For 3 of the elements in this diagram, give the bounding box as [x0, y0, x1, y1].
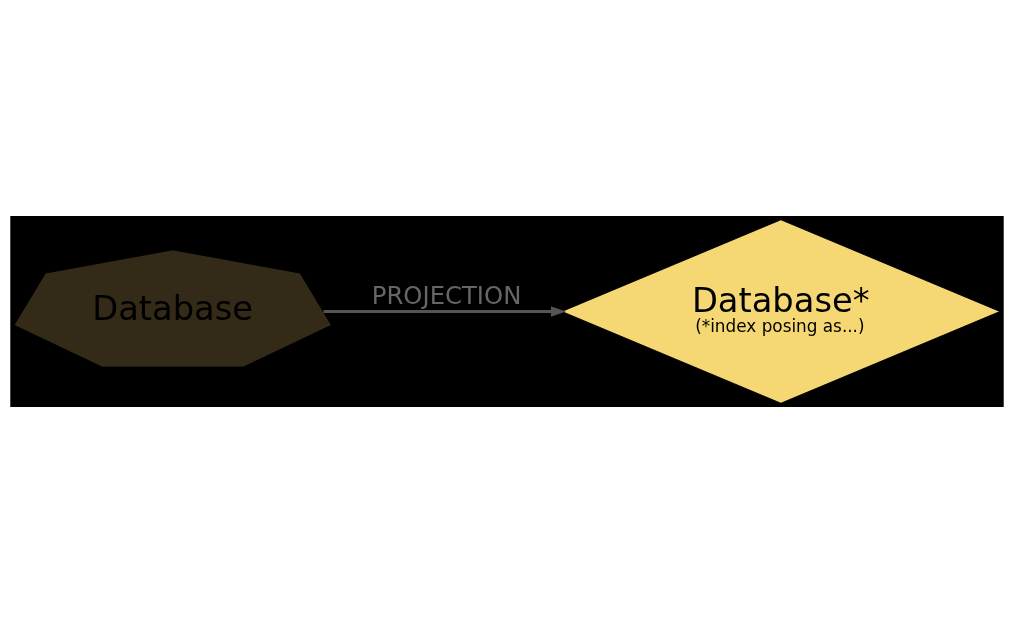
arrow	[323, 306, 566, 317]
edge-label: PROJECTION	[371, 280, 522, 310]
node-diamond: Database* (*index posing as...)	[561, 219, 1001, 404]
